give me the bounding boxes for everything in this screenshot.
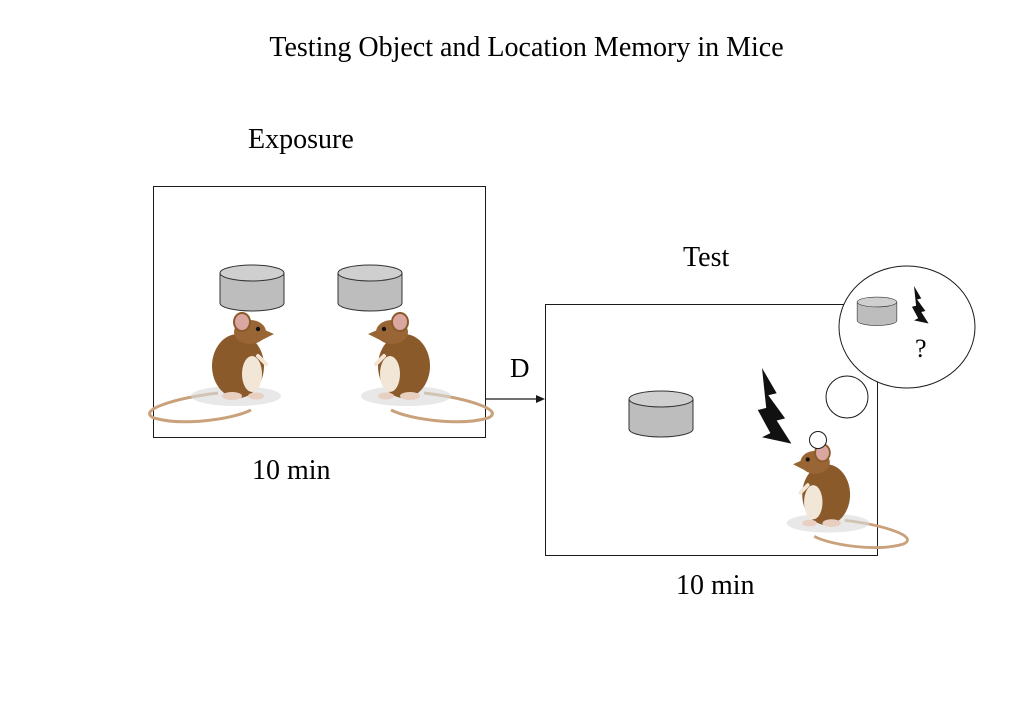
mouse-icon: [359, 311, 495, 424]
mouse-icon: [147, 311, 283, 424]
question-mark-label: ?: [915, 334, 927, 363]
test-label: Test: [683, 242, 730, 273]
delay-label: D: [510, 353, 530, 383]
exposure-label: Exposure: [248, 124, 354, 155]
mouse-icon: [784, 442, 910, 550]
thought-bubble-small: [809, 431, 827, 449]
thought-bubble-medium: [825, 375, 869, 419]
test-duration: 10 min: [676, 570, 755, 601]
page-title: Testing Object and Location Memory in Mi…: [269, 32, 784, 63]
zigzag-object-icon: [757, 368, 792, 444]
cylinder-object-icon: [337, 264, 403, 312]
cylinder-object-icon: [628, 390, 694, 438]
cylinder-object-icon: [219, 264, 285, 312]
exposure-duration: 10 min: [252, 455, 331, 486]
thought-bubble-icon: [838, 265, 976, 389]
memory-cylinder-icon: [856, 296, 898, 326]
arrow-head: [536, 395, 545, 403]
